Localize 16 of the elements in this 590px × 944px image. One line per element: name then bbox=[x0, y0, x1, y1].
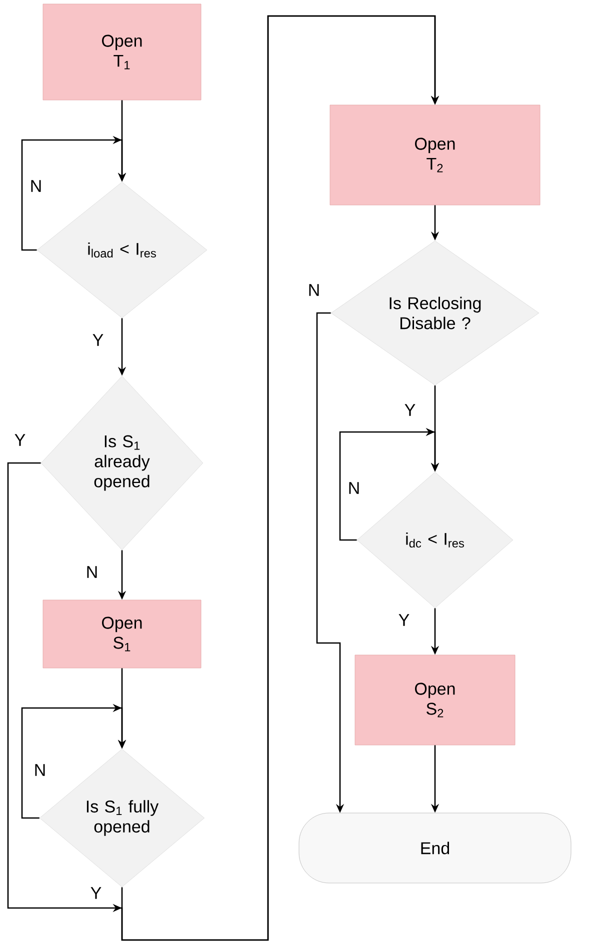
edge-label: Y bbox=[397, 613, 411, 627]
edge-label: Y bbox=[403, 403, 417, 417]
process-box: Open S$_{1}$ bbox=[42, 600, 202, 668]
loop-arrow bbox=[339, 428, 440, 541]
terminal-box: End bbox=[298, 812, 572, 884]
loop-arrow bbox=[21, 136, 126, 251]
edge-label: N bbox=[306, 283, 322, 297]
process-box: Open T$_{2}$ bbox=[330, 104, 540, 206]
arrow bbox=[121, 15, 440, 941]
process-box: Open T$_{1}$ bbox=[42, 4, 202, 100]
edge-label: N bbox=[84, 565, 100, 579]
edge-label: Y bbox=[13, 433, 27, 447]
edge-label: Y bbox=[91, 333, 105, 347]
edge-label: Y bbox=[89, 886, 103, 900]
loop-arrow bbox=[21, 704, 126, 819]
process-box: Open S$_{2}$ bbox=[354, 654, 516, 746]
